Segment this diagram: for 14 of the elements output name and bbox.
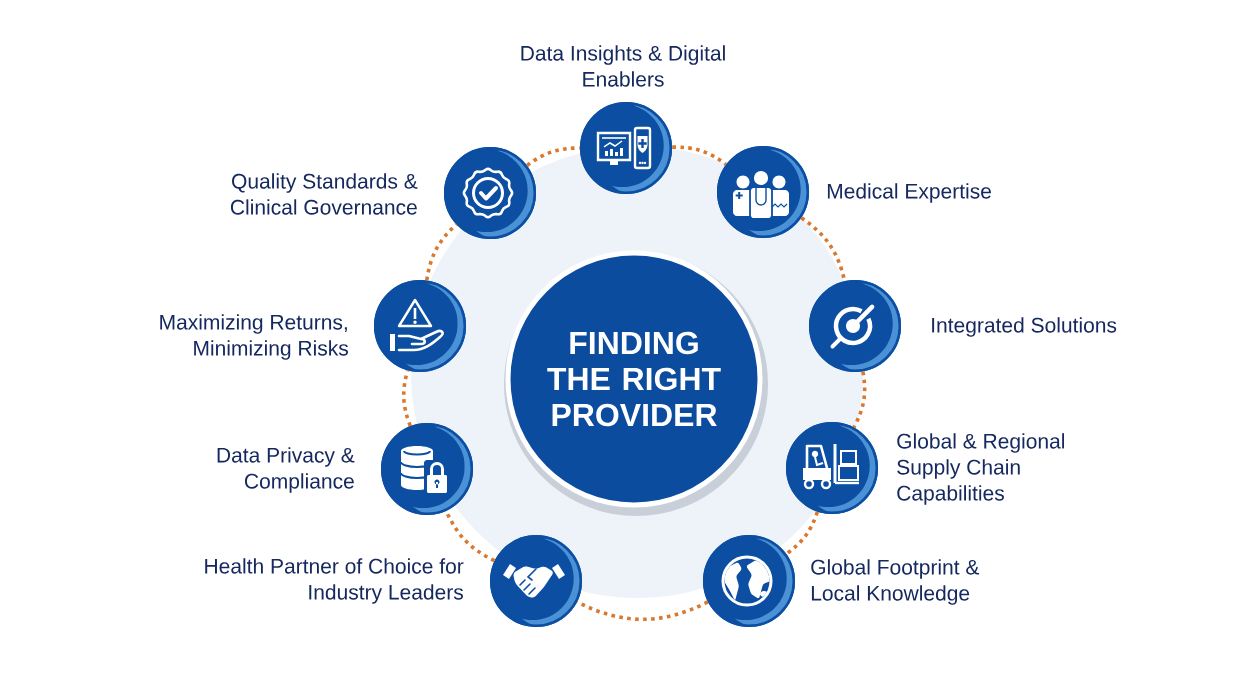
node-label: Quality Standards & Clinical Governance	[230, 173, 418, 215]
node-label: Health Partner of Choice for Industry Leaders	[205, 558, 464, 604]
node-label: Maximizing Returns, Minimizing Risks	[160, 314, 348, 360]
node-label: Global Footprint & Local Knowledge	[811, 559, 980, 605]
node-label: Data Insights & Digital Enablers	[521, 45, 725, 87]
icon-circle	[579, 101, 673, 195]
node-label: Global & Regional Supply Chain Capabilities	[897, 433, 1065, 505]
node-label: Integrated Solutions	[932, 317, 1117, 337]
node-label: Data Privacy & Compliance	[217, 447, 355, 493]
icon-circle	[373, 279, 467, 373]
node-label: Medical Expertise	[827, 183, 991, 203]
icon-circle	[443, 146, 537, 240]
icon-circle	[785, 421, 879, 515]
icon-circle	[808, 279, 902, 373]
